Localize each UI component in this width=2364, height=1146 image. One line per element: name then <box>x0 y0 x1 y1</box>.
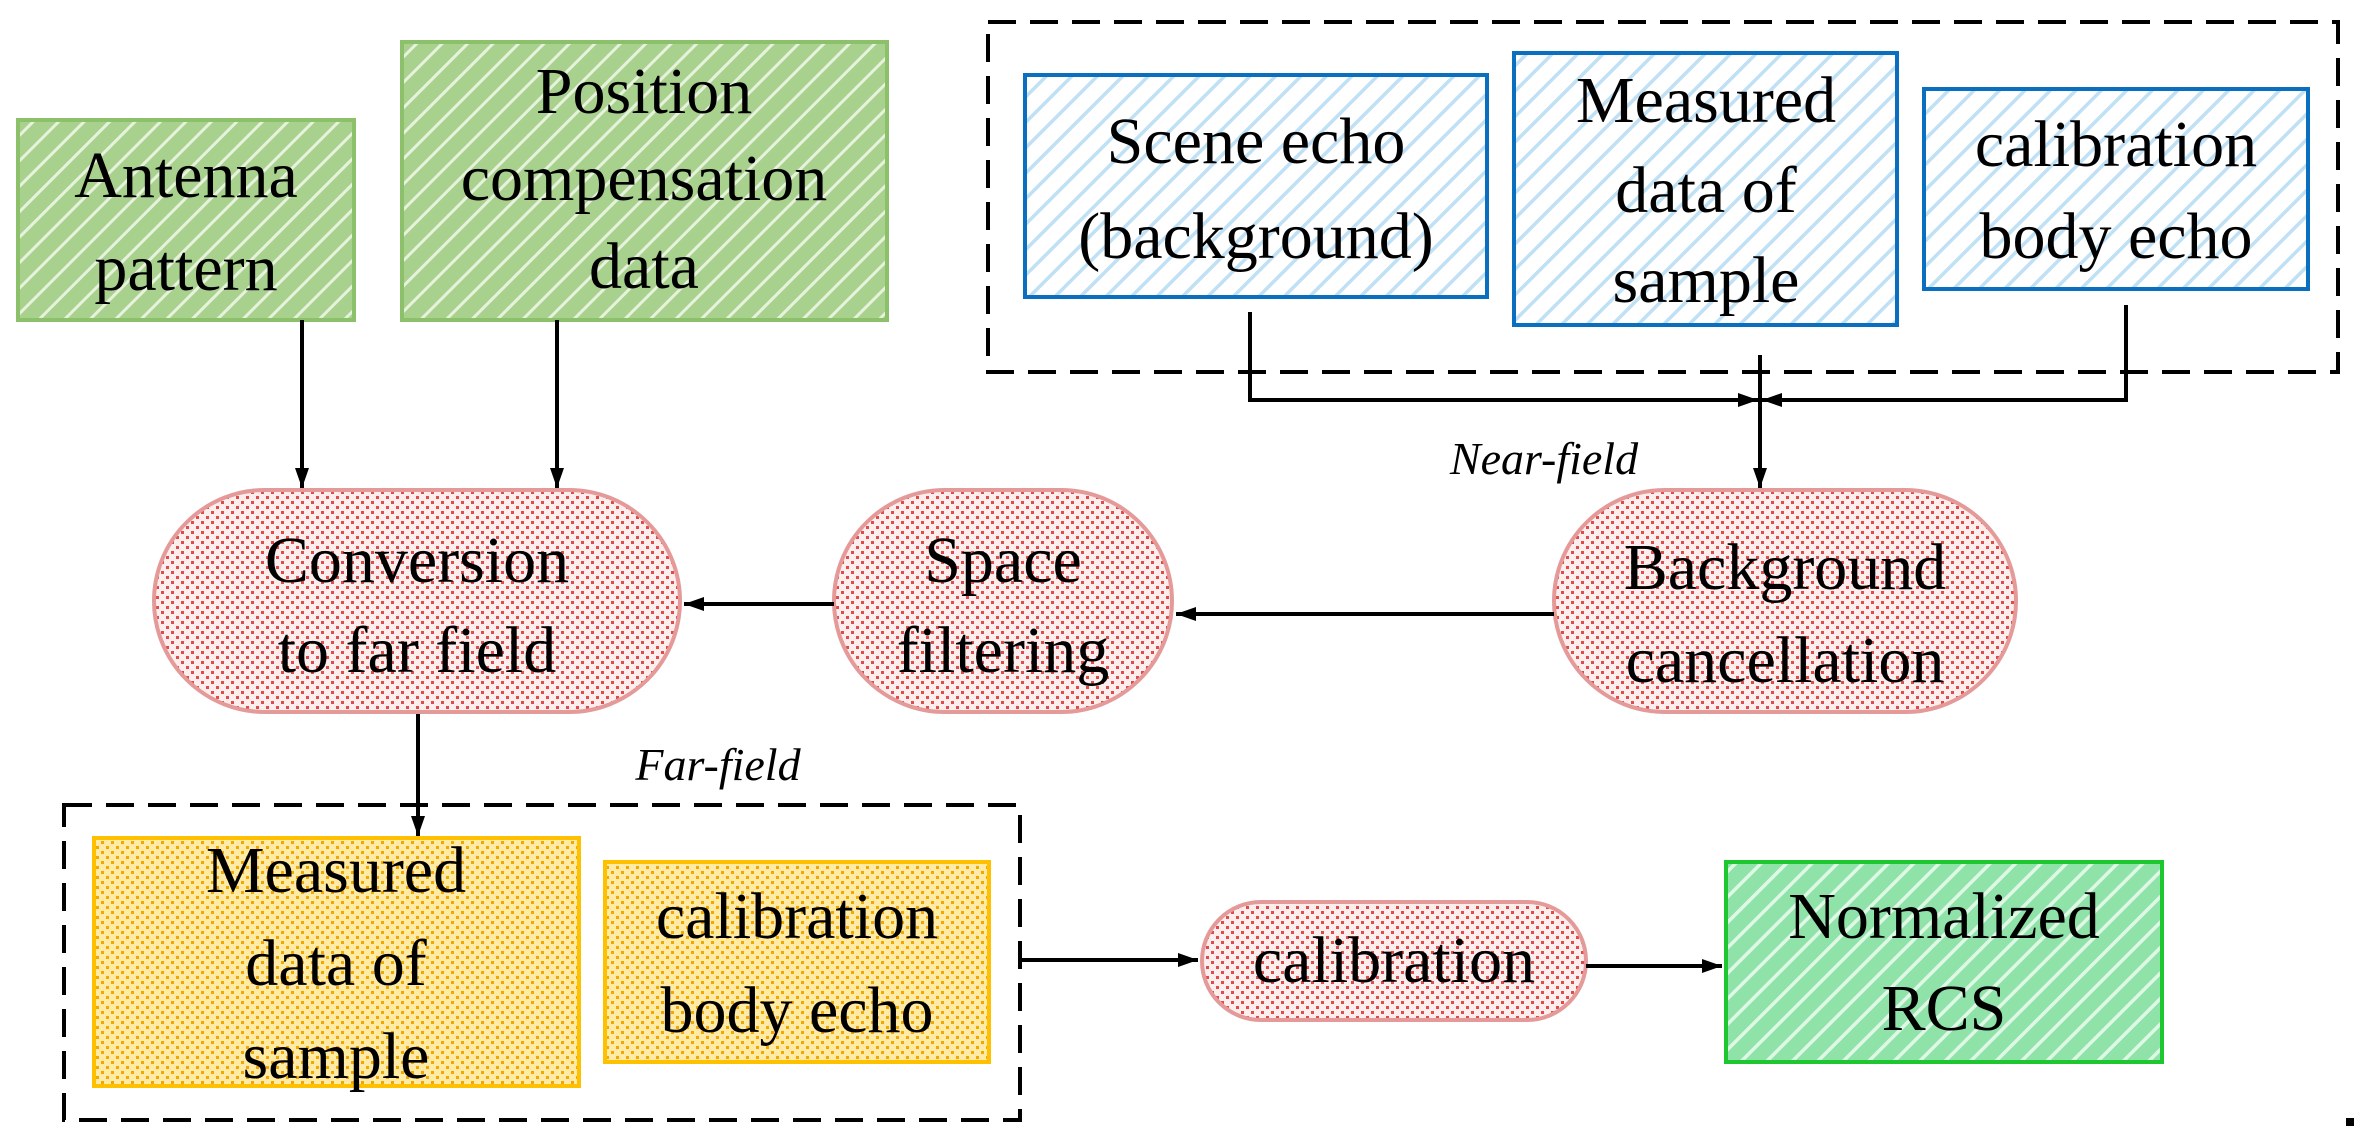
far-field-label: Far-field <box>634 739 801 790</box>
far-field-group <box>62 803 1022 1122</box>
position-compensation-line-1: Position <box>536 55 752 128</box>
node-measured-sample-near: Measured data of sample <box>1512 51 1899 327</box>
measured-sample-near-line-2: data of <box>1615 154 1796 227</box>
node-background-cancellation: Background cancellation <box>1552 488 2018 714</box>
near-field-group <box>986 20 2340 374</box>
measured-sample-far-line-2: data of <box>245 927 426 1000</box>
scene-echo-line-1: Scene echo <box>1107 105 1406 178</box>
space-filtering-line-1: Space <box>924 524 1082 597</box>
measured-sample-near-line-1: Measured <box>1576 64 1836 137</box>
corner-dot <box>2346 1118 2354 1126</box>
position-compensation-line-2: compensation <box>461 142 828 215</box>
calibration-echo-near-line-1: calibration <box>1975 108 2257 181</box>
node-position-compensation: Position compensation data <box>400 40 889 322</box>
calibration-echo-far-line-1: calibration <box>656 880 938 953</box>
conversion-far-field-line-2: to far field <box>278 614 557 687</box>
calibration-echo-far-line-2: body echo <box>660 974 933 1047</box>
calibration-label: calibration <box>1253 924 1535 997</box>
node-calibration-echo-near: calibration body echo <box>1922 87 2310 291</box>
arrow-calibration-echo-to-junction <box>1762 305 2128 407</box>
node-conversion-far-field: Conversion to far field <box>152 488 682 714</box>
measured-sample-far-line-3: sample <box>243 1020 430 1093</box>
node-measured-sample-far: Measured data of sample <box>92 834 581 1093</box>
normalized-rcs-line-1: Normalized <box>1788 880 2100 953</box>
node-scene-echo: Scene echo (background) <box>1023 73 1489 299</box>
near-field-label: Near-field <box>1449 433 1639 484</box>
background-cancellation-line-1: Background <box>1624 531 1947 604</box>
conversion-far-field-line-1: Conversion <box>265 524 569 597</box>
node-normalized-rcs: Normalized RCS <box>1724 860 2164 1064</box>
node-antenna-pattern: Antenna pattern <box>16 118 356 322</box>
arrow-scene-echo-to-junction <box>1248 312 1758 407</box>
measured-sample-near-line-3: sample <box>1613 244 1800 317</box>
position-compensation-line-3: data <box>589 230 699 303</box>
calibration-echo-near-line-2: body echo <box>1979 200 2252 273</box>
normalized-rcs-line-2: RCS <box>1882 972 2007 1045</box>
space-filtering-line-2: filtering <box>897 614 1110 687</box>
node-calibration: calibration <box>1200 900 1588 1022</box>
scene-echo-line-2: (background) <box>1078 200 1434 273</box>
background-cancellation-line-2: cancellation <box>1626 624 1945 697</box>
measured-sample-far-line-1: Measured <box>206 834 466 907</box>
node-calibration-echo-far: calibration body echo <box>603 860 991 1064</box>
node-space-filtering: Space filtering <box>832 488 1174 714</box>
antenna-pattern-line-1: Antenna <box>74 139 298 212</box>
antenna-pattern-line-2: pattern <box>94 232 277 305</box>
